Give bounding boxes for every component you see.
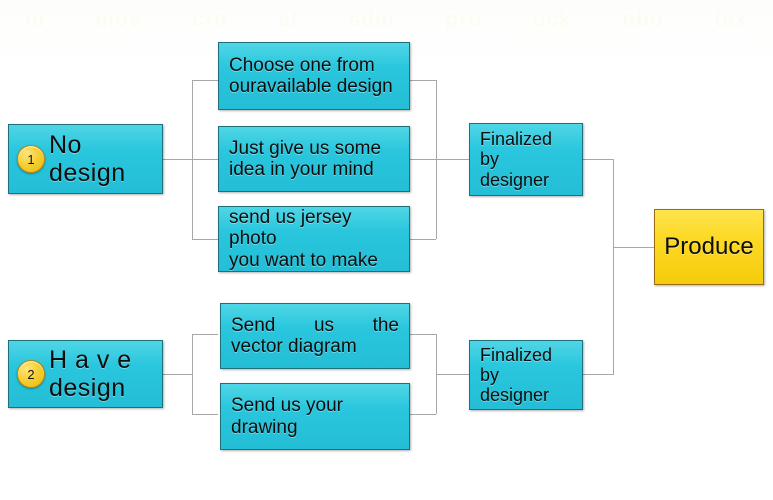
- connector-produce-trunk: [613, 159, 614, 374]
- connector-no-design-stub: [163, 159, 193, 160]
- node-have-design-line1: H a v e: [49, 346, 132, 374]
- node-send-photo-line2: you want to make: [229, 249, 378, 271]
- connector-branch2-trunk: [192, 334, 193, 414]
- node-produce[interactable]: Produce: [654, 209, 764, 285]
- connector-branch2-out-2: [410, 414, 436, 415]
- watermark-band: m mos crn al sdm pro ock nbo tex: [0, 0, 773, 40]
- connector-branch2-arm-2: [192, 414, 218, 415]
- branch-number-badge: 1: [17, 145, 45, 173]
- node-send-photo[interactable]: send us jersey photo you want to make: [218, 206, 410, 272]
- watermark-text: sdm: [348, 8, 395, 31]
- connector-branch1-arm-3: [192, 239, 218, 240]
- connector-branch2-arm-1: [192, 334, 218, 335]
- node-finalized-1-line1: Finalized by: [480, 129, 553, 170]
- node-finalized-2-line2: designer: [480, 385, 550, 406]
- node-your-drawing[interactable]: Send us your drawing: [220, 383, 410, 450]
- node-finalized-1-line2: designer: [480, 169, 550, 190]
- node-give-idea-line2: idea in your mind: [229, 159, 374, 180]
- node-your-drawing-line2: drawing: [231, 416, 298, 438]
- connector-branch1-arm-2: [192, 159, 218, 160]
- node-vector-diagram-line2: vector diagram: [231, 336, 357, 357]
- node-have-design-line2: design: [49, 374, 126, 402]
- connector-branch2-out-1: [410, 334, 436, 335]
- connector-branch1-out-2: [410, 159, 436, 160]
- watermark-text: pro: [445, 8, 483, 31]
- node-vector-diagram[interactable]: Send us the vector diagram: [220, 303, 410, 369]
- connector-finalized1-out: [583, 159, 614, 160]
- watermark-text: crn: [192, 8, 228, 31]
- node-give-idea-line1: Just give us some: [229, 137, 382, 159]
- watermark-text: mos: [95, 8, 142, 31]
- watermark-text: m: [25, 8, 45, 31]
- connector-trunk-to-produce: [613, 247, 654, 248]
- node-choose-existing-line1: Choose one from: [229, 54, 375, 76]
- connector-branch1-out-1: [410, 80, 436, 81]
- connector-branch1-to-finalized: [436, 159, 469, 160]
- node-finalized-2-line1: Finalized by: [480, 344, 553, 385]
- node-vector-diagram-word2: us: [313, 314, 335, 336]
- node-your-drawing-line1: Send us your: [231, 395, 343, 417]
- node-give-idea[interactable]: Just give us some idea in your mind: [218, 126, 410, 192]
- connector-branch2-to-finalized: [436, 374, 469, 375]
- node-vector-diagram-line1: Send us the: [231, 315, 399, 336]
- connector-branch1-out-3: [410, 239, 436, 240]
- connector-branch1-arm-1: [192, 80, 218, 81]
- connector-have-design-stub: [163, 374, 193, 375]
- watermark-text: tex: [714, 8, 748, 31]
- connector-finalized2-out: [583, 374, 614, 375]
- node-finalized-by-designer-2[interactable]: Finalized by designer: [469, 340, 583, 410]
- watermark-text: ock: [532, 8, 572, 31]
- branch-number-badge: 2: [17, 360, 45, 388]
- node-vector-diagram-word1: Send: [231, 314, 276, 336]
- node-produce-label: Produce: [664, 232, 754, 260]
- node-no-design[interactable]: 1 No design: [8, 124, 163, 194]
- node-choose-existing-line2: ouravailable design: [229, 76, 393, 97]
- watermark-text: nbo: [622, 8, 664, 31]
- node-no-design-label: No design: [49, 131, 126, 187]
- node-vector-diagram-word3: the: [372, 314, 399, 336]
- node-have-design[interactable]: 2 H a v e design: [8, 340, 163, 408]
- watermark-text: al: [278, 8, 298, 31]
- node-finalized-by-designer-1[interactable]: Finalized by designer: [469, 123, 583, 196]
- node-choose-existing[interactable]: Choose one from ouravailable design: [218, 42, 410, 110]
- node-send-photo-line1: send us jersey photo: [229, 207, 352, 250]
